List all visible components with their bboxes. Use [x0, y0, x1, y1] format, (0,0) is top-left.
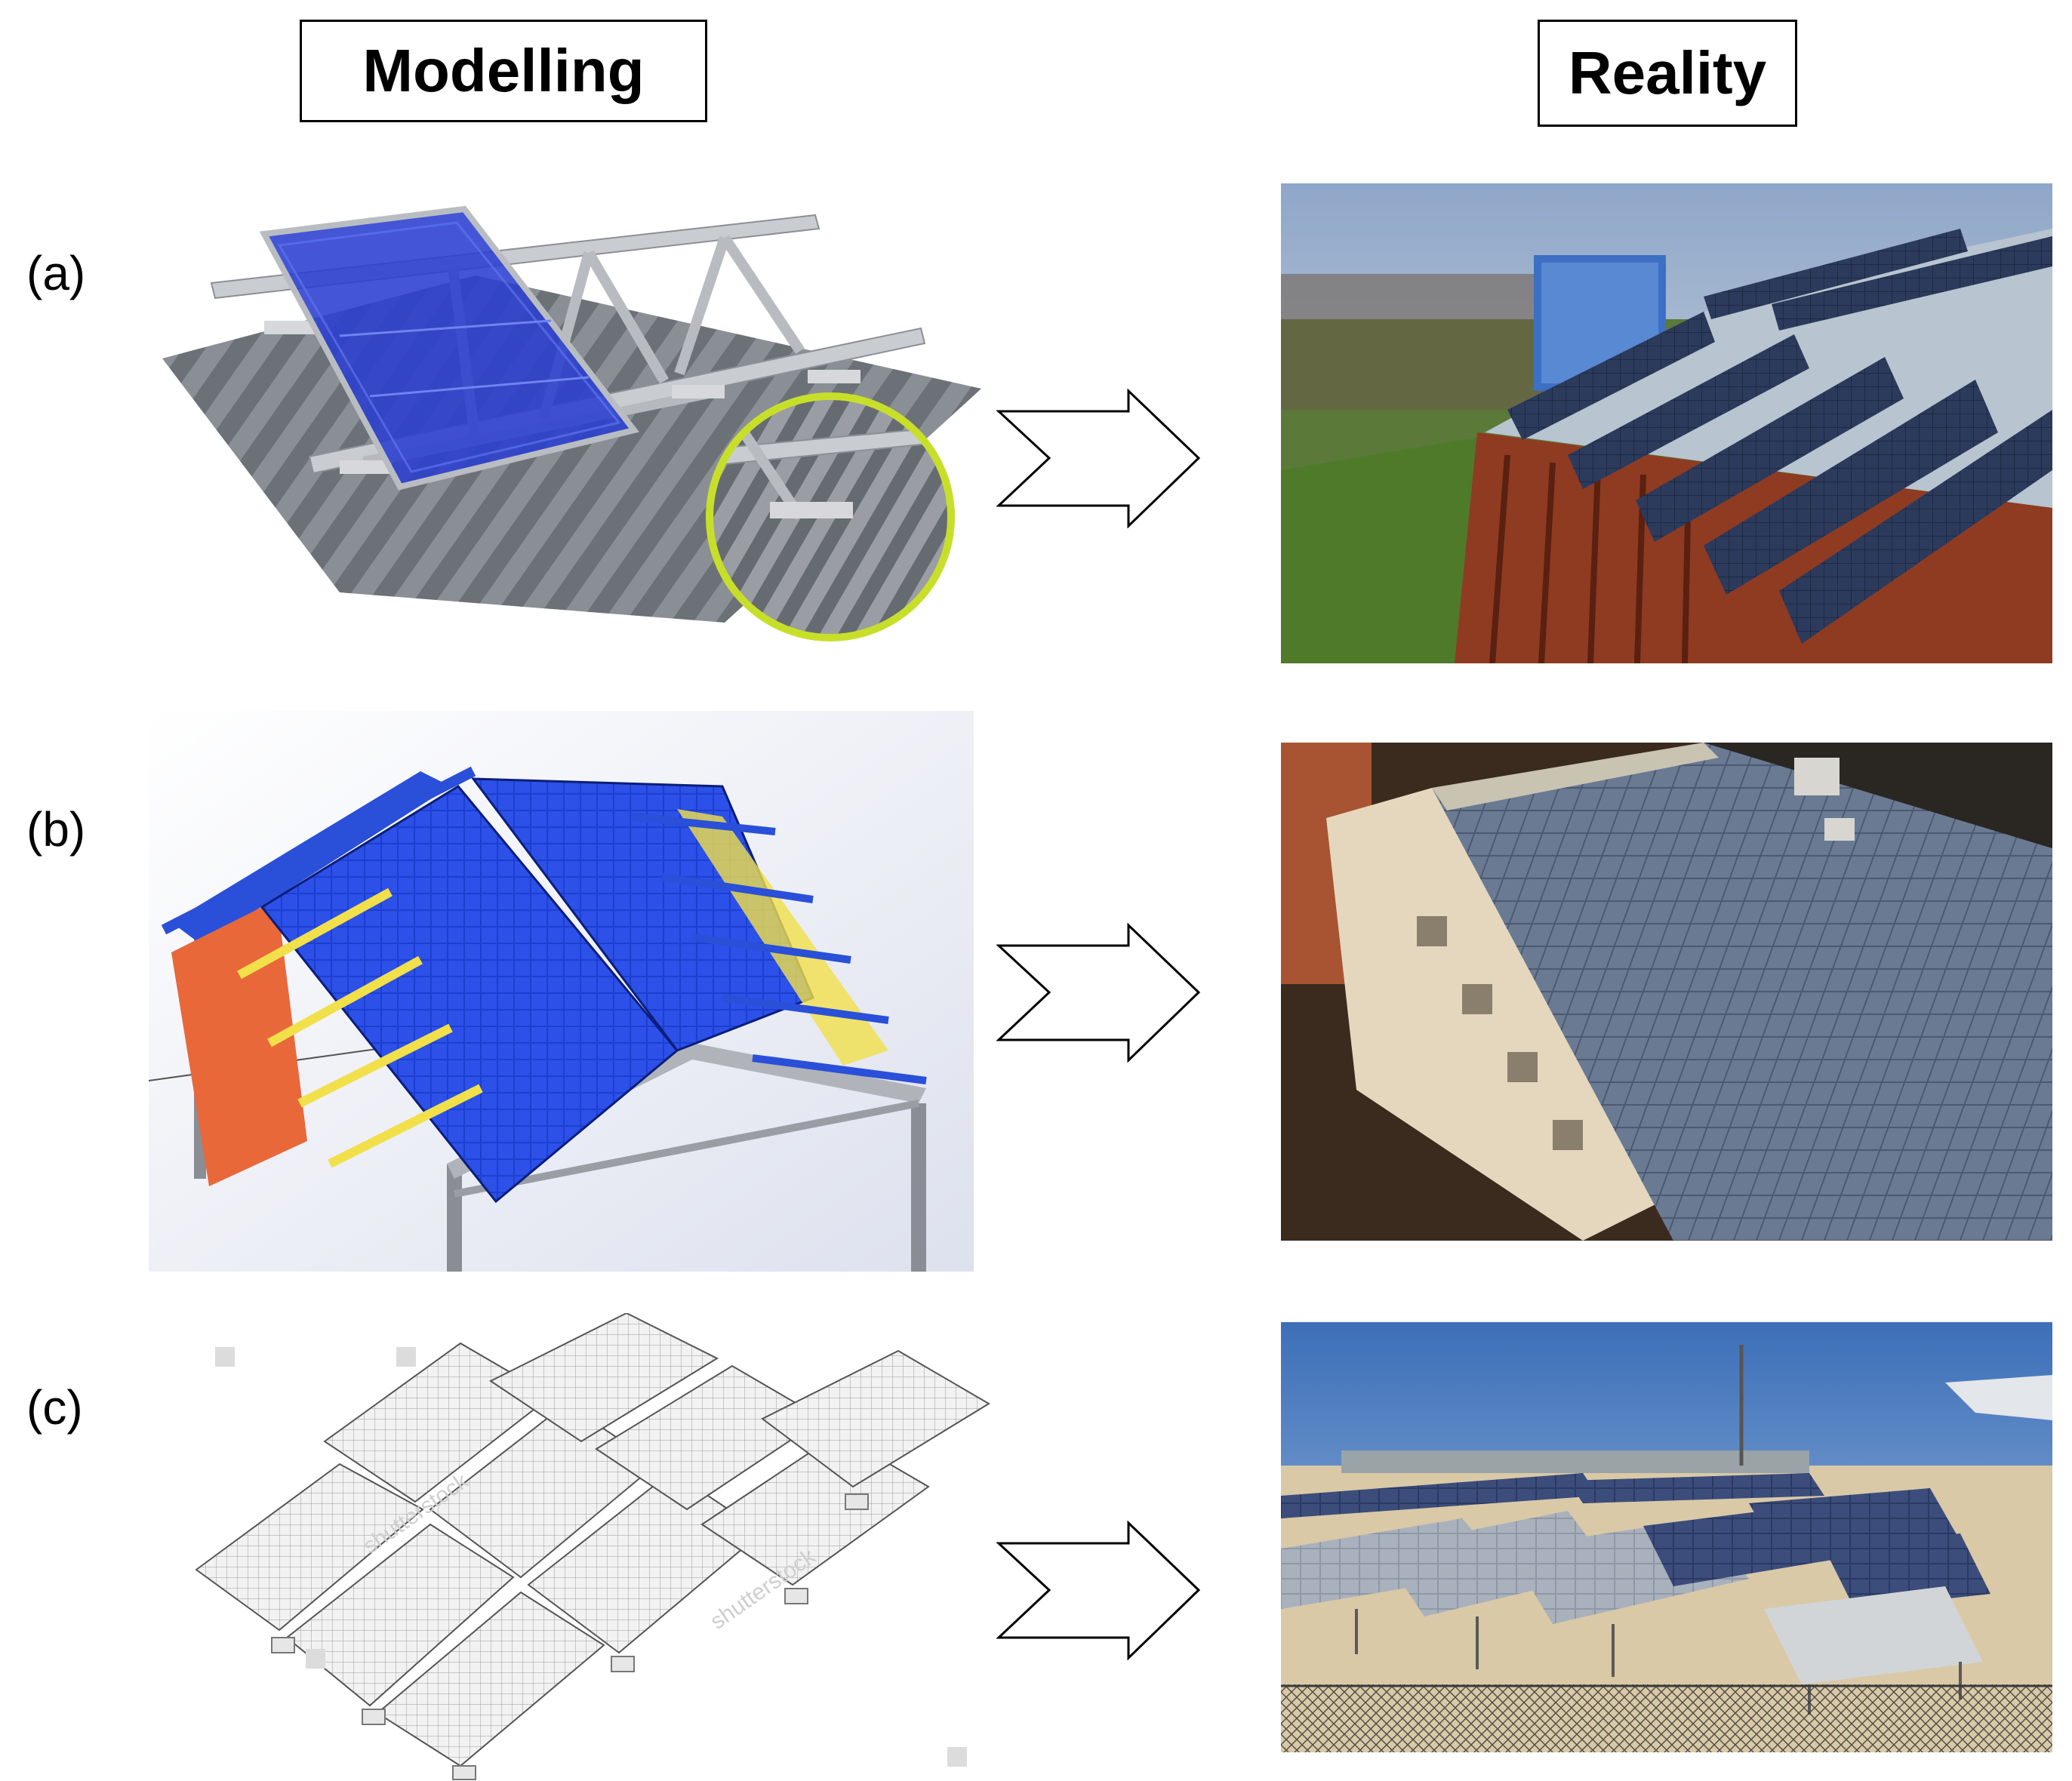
modelling-header: Modelling	[300, 20, 707, 122]
row-label-c: (c)	[26, 1380, 83, 1435]
modelling-header-label: Modelling	[362, 37, 645, 104]
photo-b-building-roof-solar	[1281, 743, 2052, 1241]
reality-header-label: Reality	[1568, 39, 1767, 106]
arrow-c-icon	[996, 1521, 1201, 1660]
photo-c-ground-solar-field	[1281, 1322, 2052, 1752]
row-label-b: (b)	[26, 802, 86, 857]
arrow-a-icon	[996, 389, 1201, 528]
model-b-gable-frame-illustration	[149, 711, 974, 1272]
reality-header: Reality	[1538, 20, 1797, 127]
row-label-a: (a)	[26, 246, 86, 300]
photo-a-rooftop-solar	[1281, 183, 2052, 663]
model-c-ground-array-wireframe: shutterstock shutterstock	[174, 1313, 1011, 1781]
arrow-b-icon	[996, 923, 1201, 1063]
model-a-tilted-panel-illustration	[151, 200, 989, 668]
